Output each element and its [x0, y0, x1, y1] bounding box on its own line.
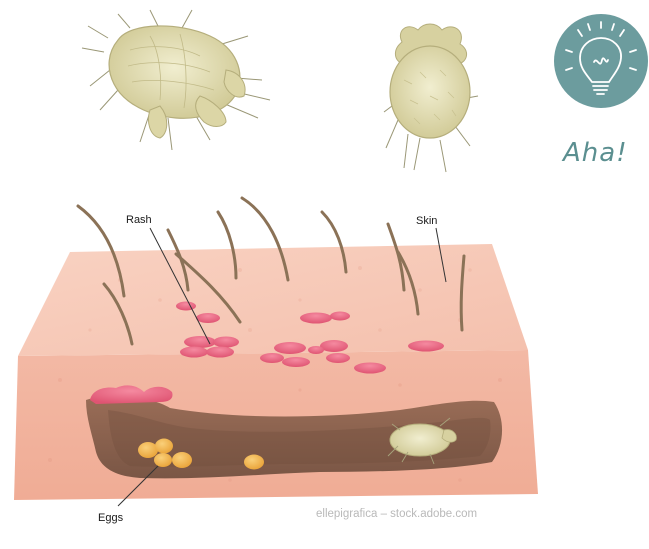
image-credit: ellepigrafica – stock.adobe.com: [316, 508, 477, 520]
aha-text: Aha!: [563, 138, 628, 168]
rash-label: Rash: [126, 214, 152, 226]
skin-label: Skin: [416, 215, 437, 227]
skin-surface: [18, 244, 528, 356]
mite-top-view: [384, 24, 478, 172]
mite-side-view: [82, 10, 270, 150]
eggs-label: Eggs: [98, 512, 123, 524]
aha-badge: [554, 14, 648, 108]
